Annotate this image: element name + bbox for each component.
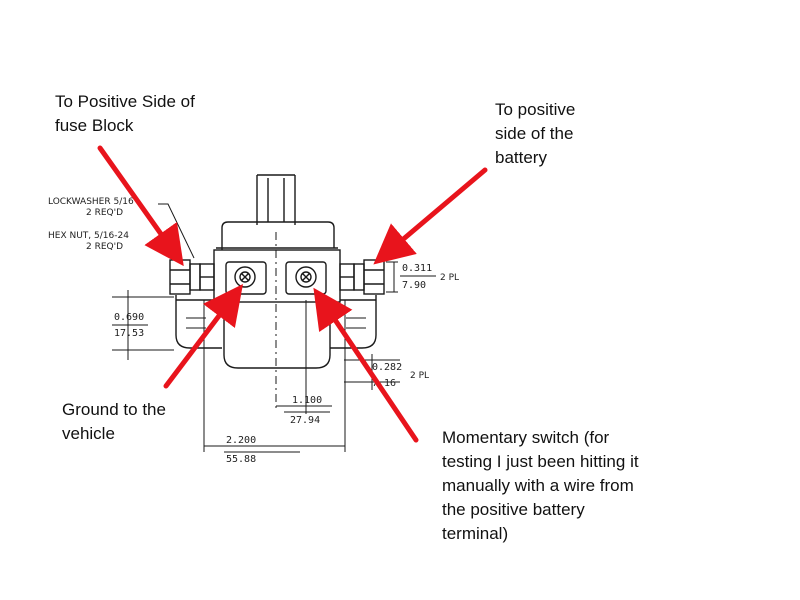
- dim-2pl-bottom: 2 PL: [410, 371, 429, 381]
- ground-line-1: Ground to the: [62, 400, 166, 419]
- label-leaders: [158, 203, 195, 259]
- switch-line-4: the positive battery: [442, 500, 585, 519]
- dim-2200: 2.200: [226, 435, 256, 446]
- dim-2794: 27.94: [290, 415, 320, 426]
- dim-690: 0.690: [114, 312, 144, 323]
- dim-2pl-top: 2 PL: [440, 273, 459, 283]
- dim-790: 7.90: [402, 280, 426, 291]
- dim-282: 0.282: [372, 362, 402, 373]
- battery-line-2: side of the: [495, 124, 574, 143]
- lockwasher-qty-label: 2 REQ'D: [86, 208, 123, 218]
- ground-line-2: vehicle: [62, 424, 115, 443]
- dim-716: 7.16: [372, 378, 396, 389]
- drawing-text: LOCKWASHER 5/16 2 REQ'D HEX NUT, 5/16-24…: [48, 197, 459, 465]
- dim-5588: 55.88: [226, 454, 256, 465]
- battery-line-1: To positive: [495, 100, 576, 119]
- switch-line-2: testing I just been hitting it: [442, 452, 639, 471]
- hex-nut-label: HEX NUT, 5/16-24: [48, 231, 129, 241]
- dim-311: 0.311: [402, 263, 432, 274]
- lockwasher-label: LOCKWASHER 5/16: [48, 197, 134, 207]
- switch-line-1: Momentary switch (for: [442, 428, 610, 447]
- dim-1100: 1.100: [292, 395, 322, 406]
- arrow-fuse-block: [97, 145, 184, 267]
- switch-callout: Momentary switch (for testing I just bee…: [442, 426, 639, 546]
- arrow-switch: [313, 287, 419, 443]
- fuse-block-callout: To Positive Side of fuse Block: [55, 90, 195, 138]
- switch-line-5: terminal): [442, 524, 509, 543]
- hex-nut-qty-label: 2 REQ'D: [86, 242, 123, 252]
- ground-callout: Ground to the vehicle: [62, 398, 166, 446]
- right-stud-terminal: [339, 259, 385, 295]
- dim-1753: 17.53: [114, 328, 144, 339]
- battery-callout: To positive side of the battery: [495, 98, 575, 170]
- callout-arrows: [97, 145, 488, 443]
- switch-line-3: manually with a wire from: [442, 476, 634, 495]
- ground-terminal: [225, 261, 267, 295]
- arrow-battery: [373, 167, 488, 265]
- fuse-block-line-2: fuse Block: [55, 116, 134, 135]
- arrow-ground: [163, 284, 244, 389]
- switch-terminal: [285, 261, 327, 295]
- fuse-block-line-1: To Positive Side of: [55, 92, 195, 111]
- left-stud-terminal: [169, 259, 215, 295]
- battery-line-3: battery: [495, 148, 547, 167]
